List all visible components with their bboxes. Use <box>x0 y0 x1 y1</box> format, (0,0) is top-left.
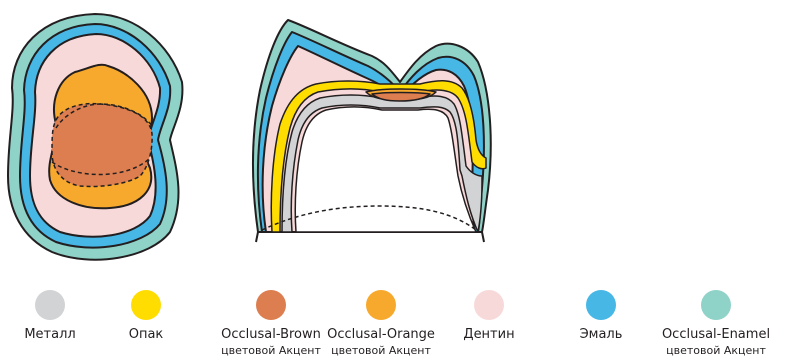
legend-swatch-metal <box>35 290 65 320</box>
legend-swatch-occlusal-enamel <box>701 290 731 320</box>
legend-dot-opaque <box>131 290 161 320</box>
legend-label-text: Occlusal-Brown <box>221 327 321 342</box>
legend-label-dentin: Дентин <box>463 327 514 343</box>
legend-label-text: Эмаль <box>580 327 623 342</box>
legend-swatch-occlusal-brown <box>256 290 286 320</box>
legend-dot-dentin <box>474 290 504 320</box>
cross-section-view <box>253 20 491 242</box>
right-root-edge <box>482 232 484 242</box>
legend-label-text: Дентин <box>463 327 514 342</box>
legend-label-subtext: цветовой Акцент <box>221 343 321 358</box>
legend-label-enamel: Эмаль <box>580 327 623 343</box>
left-root-edge <box>256 232 258 242</box>
legend-swatch-dentin <box>474 290 504 320</box>
legend-label-subtext: цветовой Акцент <box>662 343 770 358</box>
legend-swatch-enamel <box>586 290 616 320</box>
legend-label-opaque: Опак <box>129 327 164 343</box>
legend-label-text: Металл <box>24 327 75 342</box>
legend-label-metal: Металл <box>24 327 75 343</box>
legend-dot-occlusal-enamel <box>701 290 731 320</box>
legend-label-text: Опак <box>129 327 164 342</box>
legend-dot-enamel <box>586 290 616 320</box>
legend-dot-metal <box>35 290 65 320</box>
legend-dot-occlusal-brown <box>256 290 286 320</box>
legend-label-text: Occlusal-Orange <box>327 327 435 342</box>
section-inner-cavity <box>295 107 476 232</box>
legend-swatch-opaque <box>131 290 161 320</box>
legend-label-text: Occlusal-Enamel <box>662 327 770 342</box>
legend-swatch-occlusal-orange <box>366 290 396 320</box>
legend-dot-occlusal-orange <box>366 290 396 320</box>
occlusal-view <box>8 14 182 260</box>
legend-label-subtext: цветовой Акцент <box>327 343 435 358</box>
